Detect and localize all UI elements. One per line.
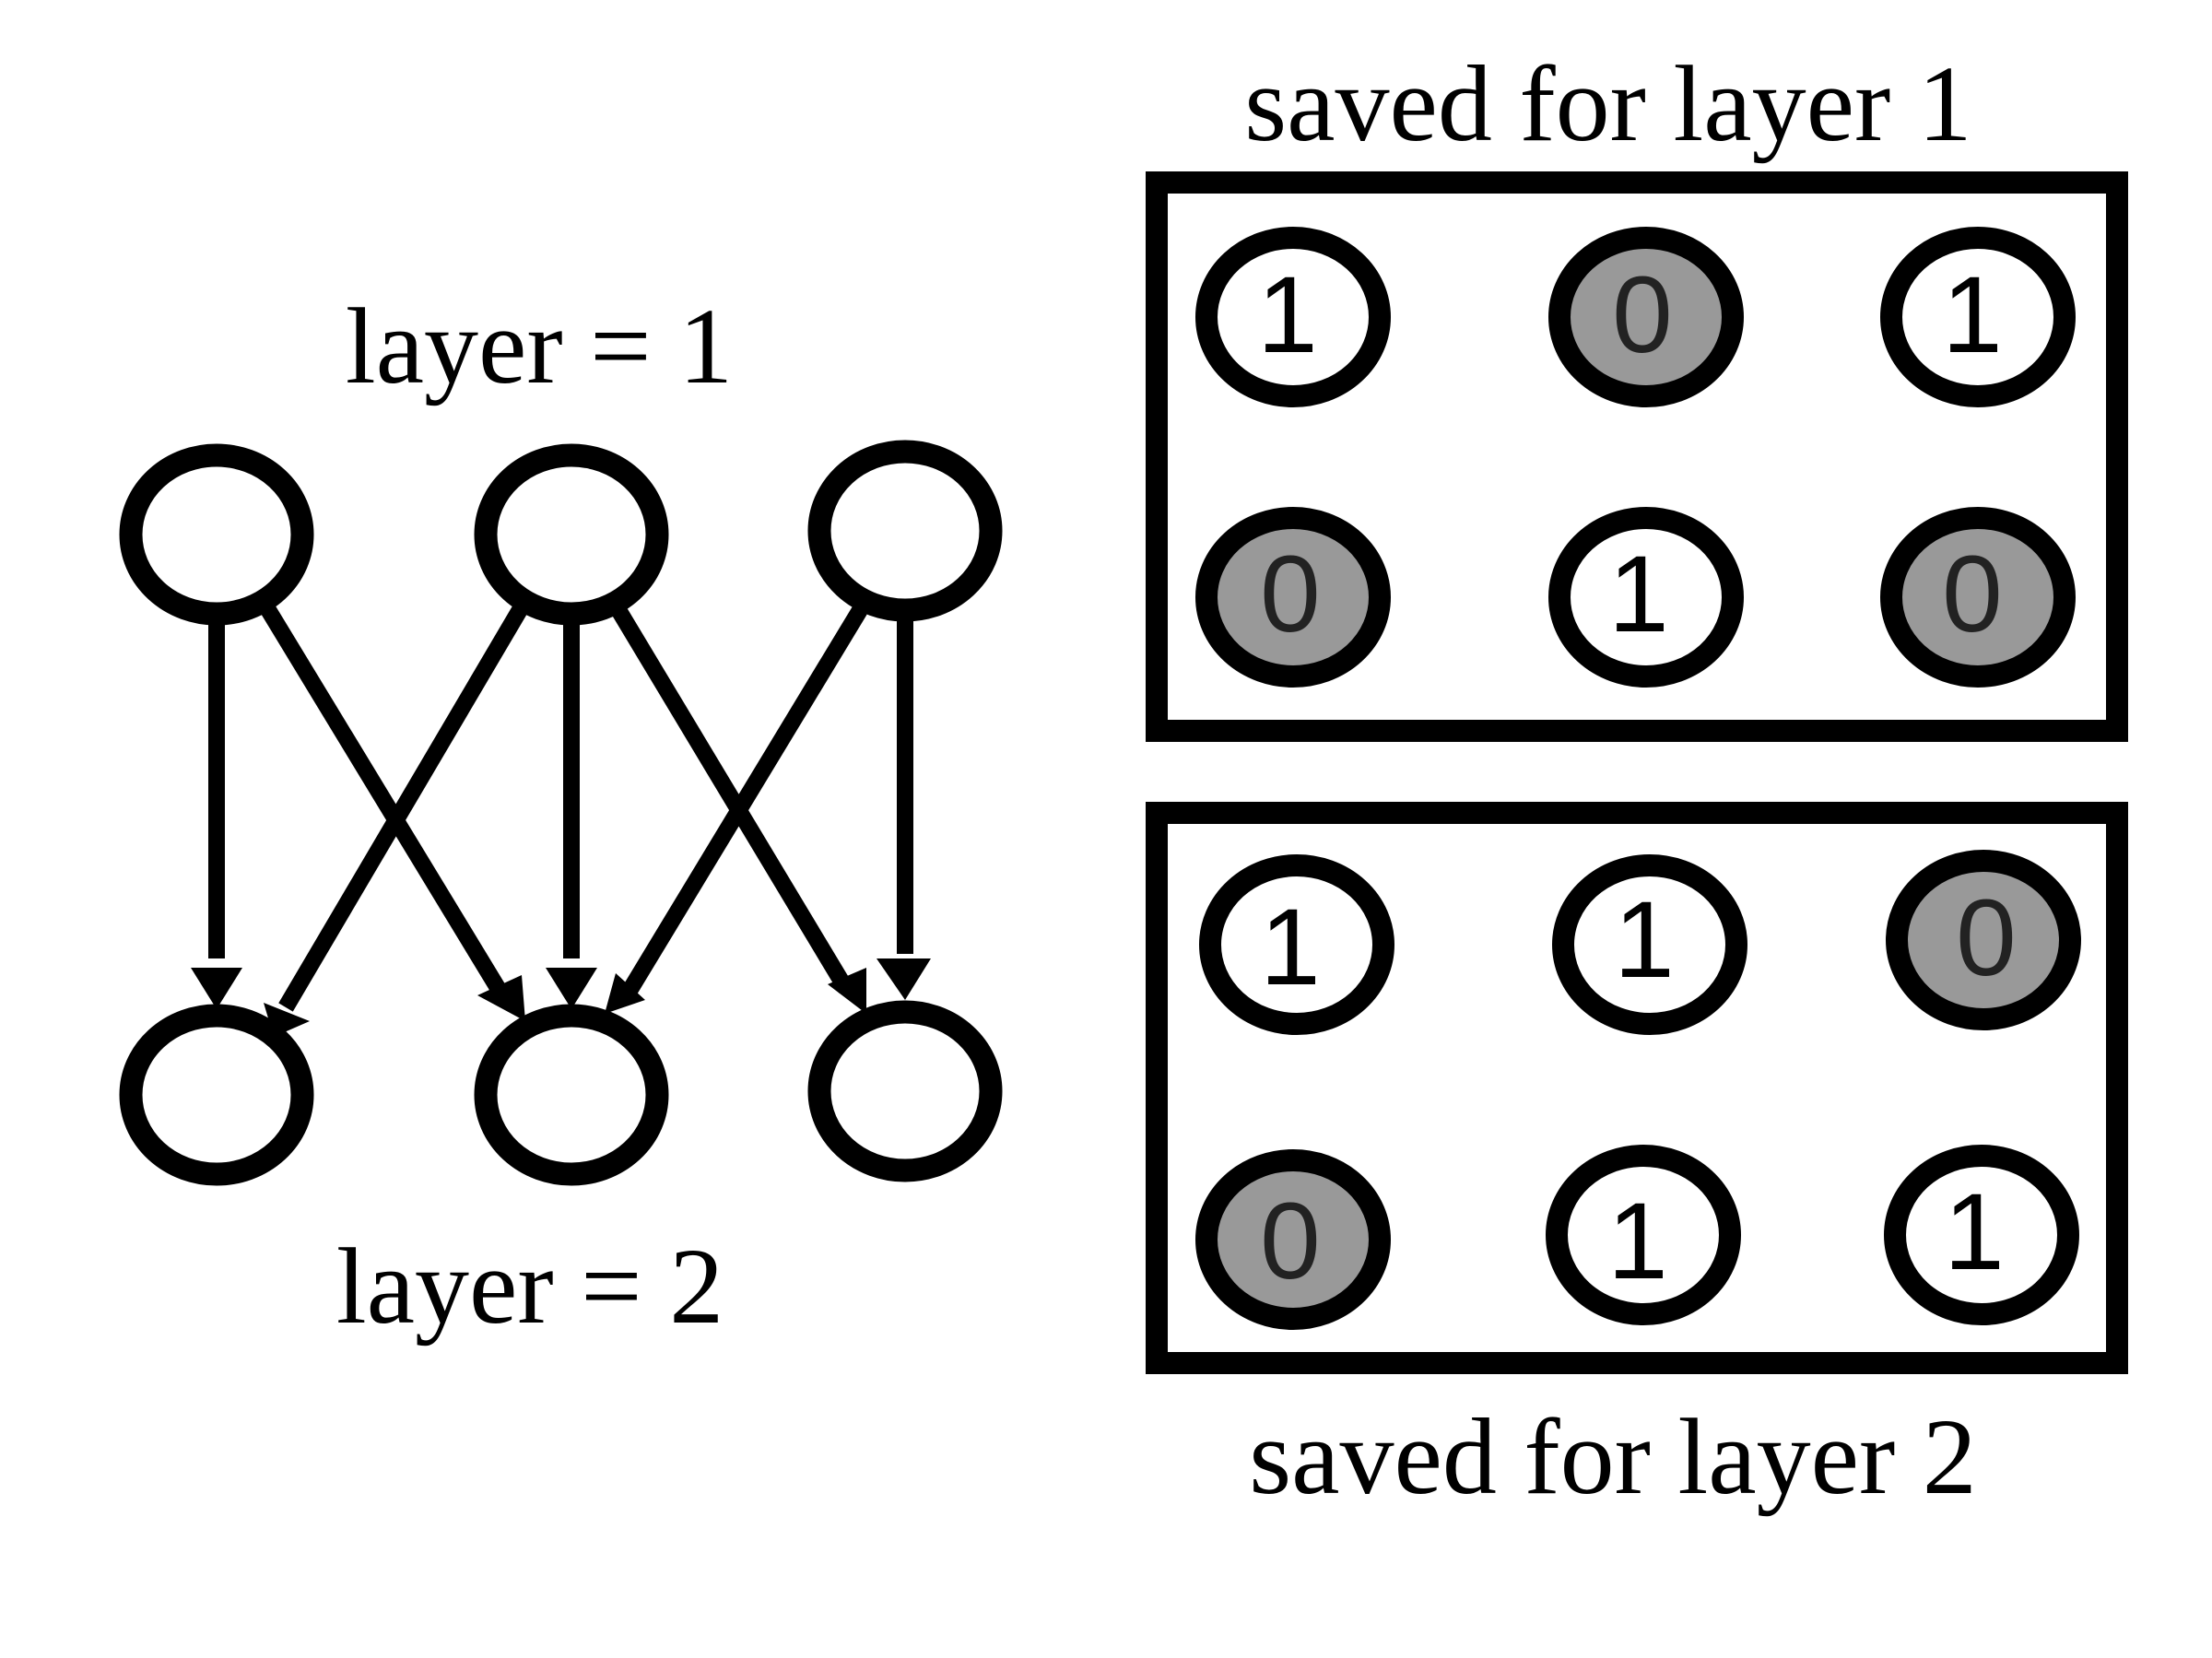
saved-layer-1-values: 1 0 1 0 1 0 [1257, 254, 2003, 655]
mask-value: 0 [1260, 534, 1321, 655]
saved-layer-2-title: saved for layer 2 [1249, 1396, 1977, 1517]
mask-node [1880, 227, 2076, 407]
mask-node [1880, 507, 2076, 688]
arrowhead-icon [877, 958, 931, 1000]
network-layer-1 [119, 440, 1003, 626]
mask-value: 1 [1944, 1171, 2005, 1293]
saved-layer-1-nodes [1195, 227, 2076, 688]
arrowhead-icon [828, 968, 866, 1014]
mask-node [1548, 507, 1744, 688]
mask-value: 0 [1956, 877, 2017, 999]
mask-value: 0 [1612, 254, 1673, 376]
mask-value: 1 [1608, 534, 1669, 655]
mask-value: 1 [1607, 1181, 1668, 1302]
layer-2-label: layer = 2 [336, 1226, 724, 1346]
saved-layer-2-box [1146, 802, 2128, 1374]
mask-value: 0 [1260, 1181, 1321, 1302]
network-node [807, 440, 1003, 622]
mask-value: 1 [1260, 887, 1321, 1008]
network-layer-2 [119, 1000, 1003, 1186]
mask-node [1195, 1149, 1391, 1330]
edge-a2-b1 [278, 604, 528, 1012]
arrowhead-icon [191, 968, 242, 1009]
arrowhead-icon [546, 968, 597, 1009]
edge-a3-b2 [619, 606, 867, 1000]
network-node [807, 1000, 1003, 1182]
mask-node [1552, 854, 1747, 1035]
mask-value: 1 [1942, 254, 2003, 376]
saved-layer-1-title: saved for layer 1 [1244, 43, 1972, 164]
network-node [119, 1004, 314, 1186]
saved-layer-2-values: 1 1 0 0 1 1 [1260, 877, 2017, 1302]
network-arrowheads [191, 958, 931, 1037]
mask-node [1548, 227, 1744, 407]
mask-value: 1 [1614, 879, 1675, 1001]
mask-node [1886, 850, 2081, 1030]
saved-layer-1-box [1146, 171, 2128, 742]
network-edges [208, 604, 913, 1012]
mask-node [1195, 507, 1391, 688]
mask-node [1884, 1145, 2079, 1325]
mask-node [1546, 1145, 1741, 1325]
network-node [474, 1004, 669, 1186]
layer-1-label: layer = 1 [346, 286, 733, 406]
edge-a2-b3 [610, 604, 853, 994]
arrowhead-icon [605, 973, 645, 1014]
mask-node [1195, 227, 1391, 407]
mask-value: 0 [1942, 534, 2003, 655]
mask-node [1199, 854, 1394, 1035]
arrowhead-icon [477, 975, 525, 1021]
network-node [474, 443, 669, 626]
edge-a1-b2 [260, 604, 512, 1005]
network-node [119, 443, 314, 626]
saved-layer-2-nodes [1195, 850, 2081, 1330]
mask-value: 1 [1257, 254, 1318, 376]
